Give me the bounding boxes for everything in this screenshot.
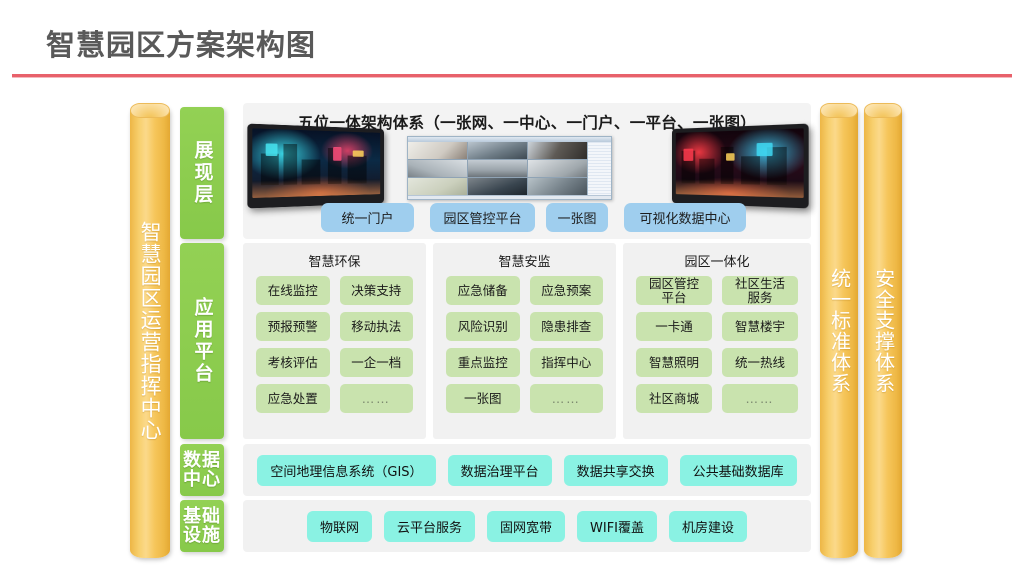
right-pillar-standards-label: 统一标准体系 xyxy=(827,268,852,394)
page-title: 智慧园区方案架构图 xyxy=(46,28,317,62)
right-pillar-standards: 统一标准体系 xyxy=(820,103,858,558)
app-item[interactable]: 社区生活 服务 xyxy=(722,276,798,305)
cctv-cell xyxy=(408,142,467,159)
cctv-grid xyxy=(408,142,587,195)
app-item[interactable]: 决策支持 xyxy=(339,276,413,305)
app-item[interactable]: 重点监控 xyxy=(446,348,520,377)
right-pillar-security: 安全支撑体系 xyxy=(864,103,902,558)
app-item-more[interactable]: …… xyxy=(529,384,603,413)
application-platform-zone: 智慧环保 在线监控 决策支持 预报预警 移动执法 考核评估 一企一档 应急处置 … xyxy=(243,243,811,439)
app-item[interactable]: 应急储备 xyxy=(446,276,520,305)
infrastructure-panel: 物联网 云平台服务 固网宽带 WIFI覆盖 机房建设 xyxy=(243,500,811,552)
data-center-item-governance[interactable]: 数据治理平台 xyxy=(447,454,552,486)
cctv-cell xyxy=(528,142,587,159)
app-item[interactable]: 移动执法 xyxy=(339,312,413,341)
cctv-cell xyxy=(528,160,587,177)
monitor-screen xyxy=(675,128,804,198)
monitor-bezel xyxy=(672,123,809,209)
infrastructure-item-cloud[interactable]: 云平台服务 xyxy=(383,510,475,542)
cctv-cell xyxy=(468,178,527,195)
cctv-statusbar xyxy=(408,195,611,199)
app-item[interactable]: 智慧楼宇 xyxy=(722,312,798,341)
app-column-grid: 在线监控 决策支持 预报预警 移动执法 考核评估 一企一档 应急处置 …… xyxy=(243,276,426,413)
app-item[interactable]: 社区商城 xyxy=(636,384,712,413)
cctv-cell xyxy=(408,160,467,177)
cctv-cell xyxy=(528,178,587,195)
app-item[interactable]: 考核评估 xyxy=(256,348,330,377)
monitor-right-display xyxy=(672,123,809,209)
presentation-button-visual-data-center[interactable]: 可视化数据中心 xyxy=(624,203,746,232)
cctv-sidebar-panel xyxy=(587,142,611,195)
app-column-smart-safety-supervision: 智慧安监 应急储备 应急预案 风险识别 隐患排查 重点监控 指挥中心 一张图 …… xyxy=(433,243,616,439)
city-night-image xyxy=(252,128,381,198)
app-column-grid: 园区管控 平台 社区生活 服务 一卡通 智慧楼宇 智慧照明 统一热线 社区商城 … xyxy=(623,276,811,413)
layer-bar-presentation: 展现层 xyxy=(180,107,224,239)
infrastructure-item-broadband[interactable]: 固网宽带 xyxy=(487,510,566,542)
cctv-body xyxy=(408,142,611,195)
title-divider-light xyxy=(12,77,1012,78)
left-pillar-label: 智慧园区运营指挥中心 xyxy=(138,221,163,441)
left-pillar-operations-center: 智慧园区运营指挥中心 xyxy=(130,103,170,558)
data-center-item-sharing[interactable]: 数据共享交换 xyxy=(563,454,668,486)
data-center-item-public-database[interactable]: 公共基础数据库 xyxy=(679,454,797,486)
monitor-cctv-wall xyxy=(407,136,612,200)
cctv-cell xyxy=(468,142,527,159)
data-center-panel: 空间地理信息系统（GIS） 数据治理平台 数据共享交换 公共基础数据库 xyxy=(243,444,811,496)
app-item[interactable]: 智慧照明 xyxy=(636,348,712,377)
cctv-cell xyxy=(408,178,467,195)
layer-bar-application-label: 应用平台 xyxy=(191,297,214,385)
infrastructure-row: 物联网 云平台服务 固网宽带 WIFI覆盖 机房建设 xyxy=(243,500,811,552)
layer-bar-data-center-label: 数据中心 xyxy=(183,449,221,490)
app-item[interactable]: 隐患排查 xyxy=(529,312,603,341)
app-column-smart-environment: 智慧环保 在线监控 决策支持 预报预警 移动执法 考核评估 一企一档 应急处置 … xyxy=(243,243,426,439)
app-column-grid: 应急储备 应急预案 风险识别 隐患排查 重点监控 指挥中心 一张图 …… xyxy=(433,276,616,413)
cctv-cell xyxy=(468,160,527,177)
app-item[interactable]: 预报预警 xyxy=(256,312,330,341)
app-item[interactable]: 统一热线 xyxy=(722,348,798,377)
app-item[interactable]: 一张图 xyxy=(446,384,520,413)
presentation-button-unified-portal[interactable]: 统一门户 xyxy=(321,203,414,232)
layer-bar-infrastructure: 基础设施 xyxy=(180,500,224,552)
app-item[interactable]: 指挥中心 xyxy=(529,348,603,377)
data-center-item-gis[interactable]: 空间地理信息系统（GIS） xyxy=(257,454,436,486)
right-pillar-security-label: 安全支撑体系 xyxy=(871,268,896,394)
data-center-row: 空间地理信息系统（GIS） 数据治理平台 数据共享交换 公共基础数据库 xyxy=(243,444,811,496)
app-column-title: 园区一体化 xyxy=(684,255,750,270)
app-item[interactable]: 一企一档 xyxy=(339,348,413,377)
layer-bar-data-center: 数据中心 xyxy=(180,444,224,496)
layer-bar-infrastructure-label: 基础设施 xyxy=(183,505,221,546)
monitor-bezel xyxy=(247,123,384,209)
app-item[interactable]: 应急预案 xyxy=(529,276,603,305)
presentation-button-one-map[interactable]: 一张图 xyxy=(546,203,608,232)
infrastructure-item-datacenter-room[interactable]: 机房建设 xyxy=(669,510,748,542)
layer-bar-presentation-label: 展现层 xyxy=(191,140,214,206)
presentation-heading: 五位一体架构体系（一张网、一中心、一门户、一平台、一张图） xyxy=(297,114,757,132)
app-item[interactable]: 在线监控 xyxy=(256,276,330,305)
app-item-more[interactable]: …… xyxy=(339,384,413,413)
app-column-title: 智慧环保 xyxy=(308,255,361,270)
app-column-park-integration: 园区一体化 园区管控 平台 社区生活 服务 一卡通 智慧楼宇 智慧照明 统一热线… xyxy=(623,243,811,439)
app-item[interactable]: 应急处置 xyxy=(256,384,330,413)
layer-bar-application: 应用平台 xyxy=(180,243,224,439)
monitor-left-display xyxy=(247,123,384,209)
app-item[interactable]: 园区管控 平台 xyxy=(636,276,712,305)
title-divider xyxy=(12,74,1012,77)
app-item[interactable]: 风险识别 xyxy=(446,312,520,341)
slide-header: 智慧园区方案架构图 xyxy=(0,0,1024,78)
monitor-screen xyxy=(252,128,381,198)
presentation-button-park-control-platform[interactable]: 园区管控平台 xyxy=(430,203,535,232)
app-column-title: 智慧安监 xyxy=(498,255,551,270)
app-item-more[interactable]: …… xyxy=(722,384,798,413)
infrastructure-item-wifi[interactable]: WIFI覆盖 xyxy=(577,510,658,542)
infrastructure-item-iot[interactable]: 物联网 xyxy=(306,510,372,542)
city-night-image xyxy=(675,128,804,198)
cctv-window-titlebar xyxy=(408,137,611,142)
app-item[interactable]: 一卡通 xyxy=(636,312,712,341)
